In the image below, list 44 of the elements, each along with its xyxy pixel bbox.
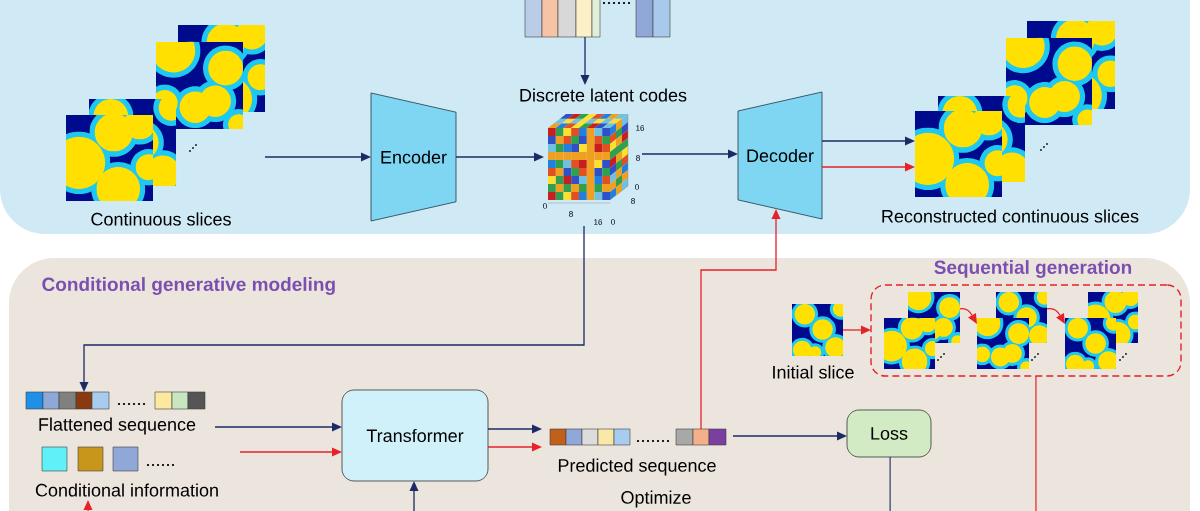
arrow <box>641 149 738 159</box>
node-label: Continuous slices <box>91 212 231 226</box>
codebook-drawing <box>524 0 671 38</box>
section-title: Conditional generative modeling <box>42 277 335 295</box>
arrow <box>700 209 781 430</box>
slice-stack-drawing <box>1065 292 1138 369</box>
text-label: Optimize <box>621 490 691 508</box>
arrow <box>821 136 915 146</box>
arrow <box>580 36 590 85</box>
section-title: Sequential generation <box>934 260 1132 278</box>
slice-stack-drawing <box>977 292 1047 369</box>
loss-box: Loss <box>846 409 932 458</box>
arrow <box>83 500 93 511</box>
arrow <box>487 442 542 452</box>
arrow <box>214 422 342 432</box>
transformer-box: Transformer <box>341 389 489 482</box>
node-label: Reconstructed continuous slices <box>882 209 1139 223</box>
tick-label: 16 <box>594 219 603 225</box>
arrow <box>821 162 915 172</box>
tick-label: 16 <box>636 125 645 131</box>
tick-label: 8 <box>636 155 640 161</box>
arrow <box>487 424 542 434</box>
node-label: Discrete latent codes <box>520 88 687 102</box>
arrow <box>842 325 871 335</box>
node-label: Predicted sequence <box>558 458 716 476</box>
tick-label: 0 <box>543 203 547 209</box>
arrow <box>79 225 585 392</box>
arrow <box>732 431 847 441</box>
arrow <box>264 152 371 162</box>
node-label: Flattened sequence <box>39 417 196 435</box>
connector-line <box>889 456 891 511</box>
decoder-block: Decoder <box>737 91 823 220</box>
arrow <box>239 447 342 457</box>
slice-stack-drawing <box>884 292 960 369</box>
arrow <box>455 152 544 162</box>
encoder-block: Encoder <box>370 92 457 222</box>
arrow <box>1046 307 1065 324</box>
node-label: Initial slice <box>773 365 854 379</box>
tick-label: 0 <box>611 219 615 225</box>
arrow <box>959 308 977 324</box>
connector-line <box>1035 375 1037 511</box>
arrow <box>409 481 419 511</box>
tick-label: 8 <box>569 211 573 217</box>
node-label: Conditional information <box>35 483 218 497</box>
